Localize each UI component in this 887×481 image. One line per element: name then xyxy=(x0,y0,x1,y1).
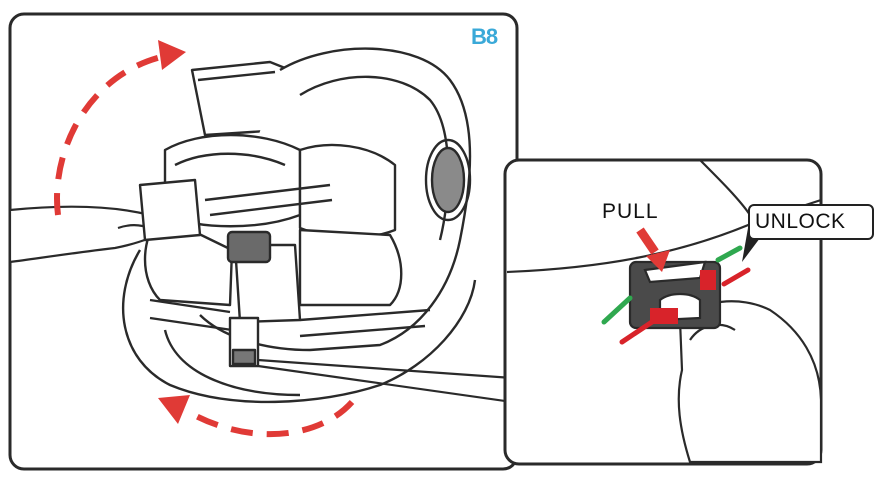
unlock-label-box xyxy=(748,204,874,240)
detail-illustration xyxy=(506,159,823,464)
curved-dashed-arrow-icon xyxy=(158,395,355,438)
curved-dashed-arrow-icon xyxy=(54,40,186,216)
step-badge: B8 xyxy=(471,24,498,49)
pull-label: PULL xyxy=(602,200,659,223)
unlock-label: UNLOCK xyxy=(755,210,846,233)
car-seat xyxy=(121,47,477,404)
callout-leader-lines xyxy=(257,358,513,404)
down-arrow-icon xyxy=(636,227,670,272)
lock-markers xyxy=(601,245,751,345)
